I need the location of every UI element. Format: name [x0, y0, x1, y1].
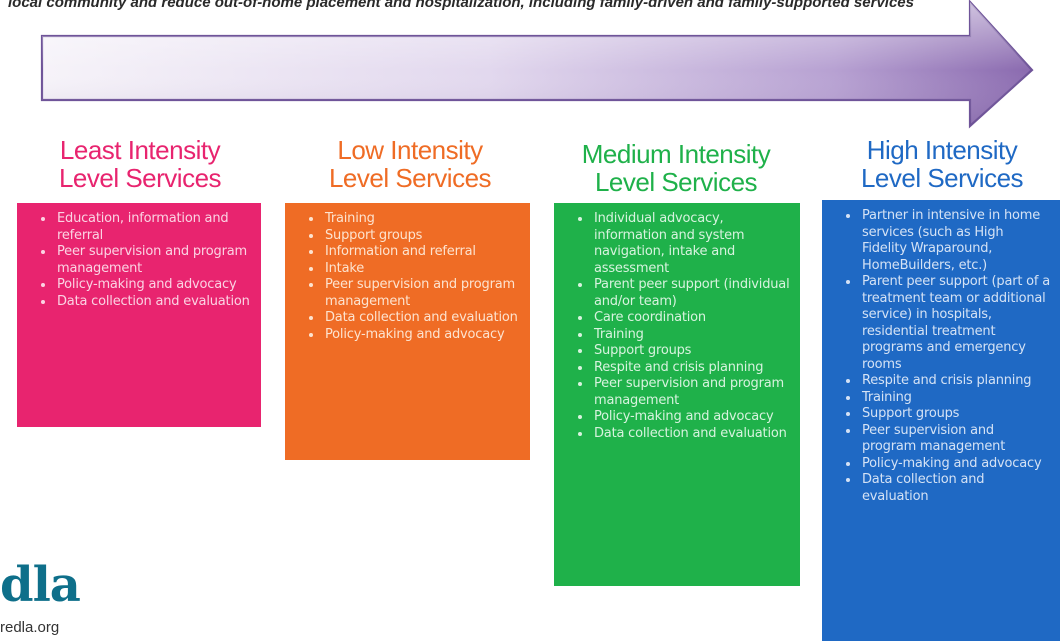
list-item: Support groups: [860, 406, 1050, 423]
list-item: Training: [860, 390, 1050, 407]
least-intensity-title: Least Intensity Level Services: [20, 136, 260, 192]
medium-intensity-box: Individual advocacy, information and sys…: [554, 203, 800, 586]
list-item: Intake: [323, 261, 520, 278]
least-title-line2: Level Services: [58, 163, 222, 193]
list-item: Individual advocacy, information and sys…: [592, 211, 790, 277]
list-item: Data collection and evaluation: [323, 310, 520, 327]
low-intensity-title: Low Intensity Level Services: [290, 136, 530, 192]
high-services-list: Partner in intensive in home services (s…: [834, 208, 1050, 505]
high-title-line1: High Intensity: [866, 135, 1018, 165]
list-item: Peer supervision and program management: [55, 244, 251, 277]
intensity-arrow: [40, 0, 1034, 129]
list-item: Information and referral: [323, 244, 520, 261]
low-title-line1: Low Intensity: [337, 135, 483, 165]
medium-title-line2: Level Services: [594, 167, 758, 197]
website-url: redla.org: [0, 619, 60, 636]
list-item: Support groups: [592, 343, 790, 360]
list-item: Peer supervision and program management: [592, 376, 790, 409]
list-item: Parent peer support (individual and/or t…: [592, 277, 790, 310]
low-intensity-box: Training Support groups Information and …: [285, 203, 530, 460]
low-services-list: Training Support groups Information and …: [297, 211, 520, 343]
list-item: Data collection and evaluation: [55, 294, 251, 311]
medium-intensity-title: Medium Intensity Level Services: [548, 140, 804, 196]
list-item: Policy-making and advocacy: [55, 277, 251, 294]
least-title-line1: Least Intensity: [59, 135, 221, 165]
list-item: Partner in intensive in home services (s…: [860, 208, 1050, 274]
list-item: Peer supervision and program management: [860, 423, 1050, 456]
high-intensity-box: Partner in intensive in home services (s…: [822, 200, 1060, 641]
high-intensity-title: High Intensity Level Services: [822, 136, 1060, 192]
list-item: Respite and crisis planning: [860, 373, 1050, 390]
list-item: Training: [592, 327, 790, 344]
high-title-line2: Level Services: [860, 163, 1024, 193]
list-item: Data collection and evaluation: [592, 426, 790, 443]
least-services-list: Education, information and referral Peer…: [29, 211, 251, 310]
list-item: Care coordination: [592, 310, 790, 327]
list-item: Policy-making and advocacy: [323, 327, 520, 344]
medium-services-list: Individual advocacy, information and sys…: [566, 211, 790, 442]
list-item: Peer supervision and program management: [323, 277, 520, 310]
list-item: Parent peer support (part of a treatment…: [860, 274, 1050, 373]
logo: dla: [0, 557, 81, 613]
list-item: Data collection and evaluation: [860, 472, 1050, 505]
list-item: Policy-making and advocacy: [860, 456, 1050, 473]
list-item: Training: [323, 211, 520, 228]
list-item: Education, information and referral: [55, 211, 251, 244]
medium-title-line1: Medium Intensity: [581, 139, 771, 169]
least-intensity-box: Education, information and referral Peer…: [17, 203, 261, 427]
list-item: Support groups: [323, 228, 520, 245]
low-title-line2: Level Services: [328, 163, 492, 193]
top-caption: local community and reduce out-of-home p…: [8, 0, 914, 11]
list-item: Respite and crisis planning: [592, 360, 790, 377]
list-item: Policy-making and advocacy: [592, 409, 790, 426]
